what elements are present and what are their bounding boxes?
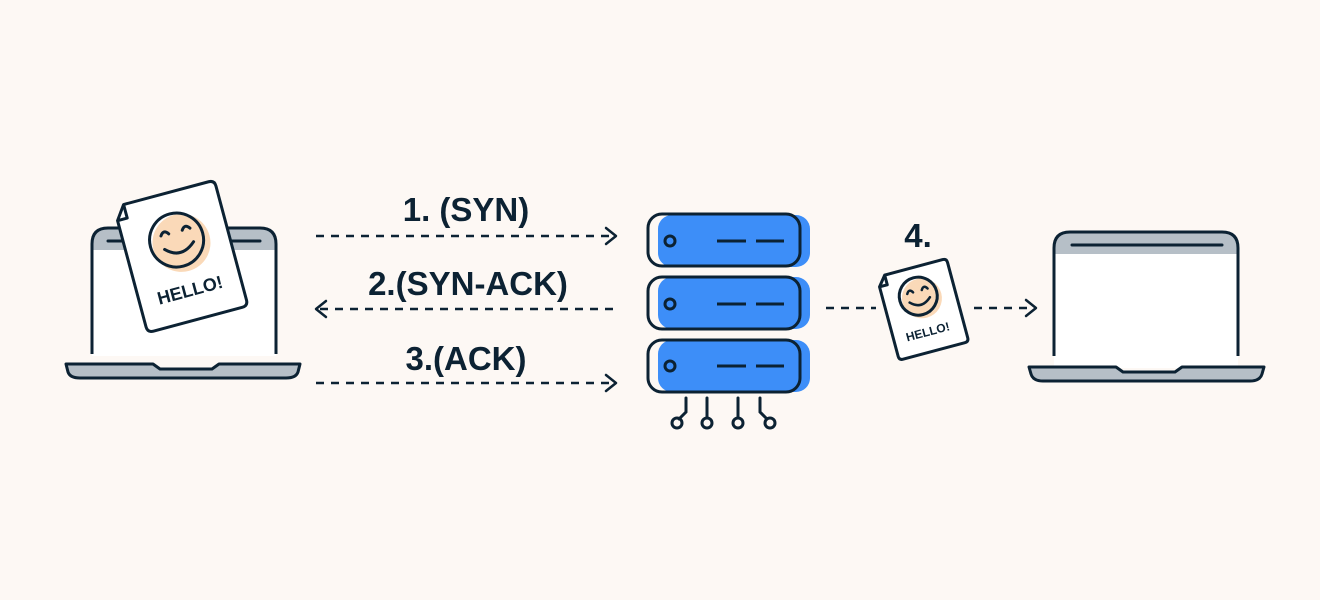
step-3-arrow <box>316 373 618 393</box>
step-2-label: 2.(SYN-ACK) <box>368 265 568 302</box>
server-connectors <box>670 396 777 430</box>
server-unit-1 <box>646 212 810 268</box>
step-4-label: 4. <box>904 217 932 254</box>
server-unit-3 <box>646 338 810 394</box>
step-2-arrow <box>314 299 616 319</box>
hello-document-icon: HELLO! <box>116 179 249 333</box>
destination-laptop <box>1027 230 1266 383</box>
hello-document-small-icon: HELLO! <box>878 257 970 361</box>
step-4-arrow-right <box>974 298 1038 318</box>
server-unit-2 <box>646 275 810 331</box>
step-1-label: 1. (SYN) <box>403 191 530 228</box>
server-icon <box>646 212 810 430</box>
step-1-arrow <box>316 226 618 246</box>
step-3-label: 3.(ACK) <box>406 340 527 377</box>
